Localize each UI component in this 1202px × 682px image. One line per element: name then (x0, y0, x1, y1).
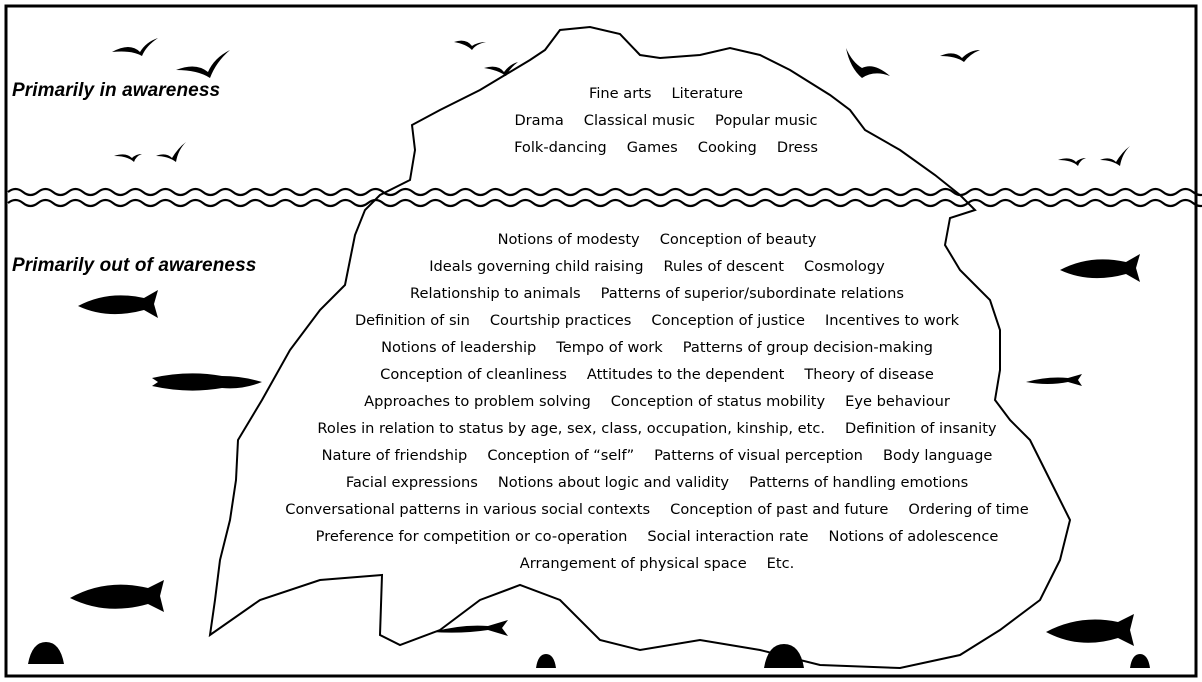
below-row: Notions of leadership Tempo of work Patter… (56, 339, 1202, 357)
iceberg-outline (208, 25, 1072, 670)
below-row: Relationship to animals Patterns of super… (56, 285, 1202, 303)
below-row: Approaches to problem solving Conception … (56, 393, 1202, 411)
frame-border (4, 4, 1198, 678)
below-item: Conception of past and future (670, 501, 889, 518)
below-item: Conversational patterns in various socia… (285, 501, 651, 518)
below-item: Arrangement of physical space (519, 555, 747, 572)
below-item: Patterns of handling emotions (749, 474, 969, 491)
below-row: Facial expressions Notions about logic an… (56, 474, 1202, 492)
below-item: Conception of status mobility (610, 393, 826, 410)
below-item: Rules of descent (663, 258, 785, 275)
below-item: Social interaction rate (647, 528, 809, 545)
above-row: Folk-dancing Games Cooking Dress (65, 139, 1202, 157)
below-item: Definition of sin (354, 312, 470, 329)
below-item: Conception of beauty (659, 231, 817, 248)
below-item: Notions of adolescence (828, 528, 999, 545)
below-item: Theory of disease (804, 366, 934, 383)
above-item: Cooking (697, 139, 757, 156)
below-item: Relationship to animals (410, 285, 581, 302)
below-row: Nature of friendship Conception of “self”… (56, 447, 1202, 465)
above-item: Games (626, 139, 678, 156)
below-item: Ideals governing child raising (429, 258, 644, 275)
below-item: Incentives to work (825, 312, 960, 329)
below-item: Facial expressions (345, 474, 478, 491)
below-item: Etc. (766, 555, 795, 572)
below-item: Definition of insanity (845, 420, 997, 437)
above-item: Literature (671, 85, 743, 102)
below-row: Ideals governing child raising Rules of d… (56, 258, 1202, 276)
below-row: Conception of cleanliness Attitudes to th… (56, 366, 1202, 384)
shell-icon (28, 642, 1150, 668)
above-item: Popular music (715, 112, 818, 129)
bird-icon (112, 38, 1130, 166)
below-row: Conversational patterns in various socia… (56, 501, 1202, 519)
above-item: Fine arts (589, 85, 652, 102)
wave-icon (7, 187, 1202, 208)
above-item: Classical music (583, 112, 696, 129)
below-item: Conception of cleanliness (380, 366, 567, 383)
below-row: Notions of modesty Conception of beauty (56, 231, 1202, 249)
below-row: Roles in relation to status by age, sex,… (56, 420, 1202, 438)
below-item: Conception of “self” (487, 447, 635, 464)
above-item: Dress (776, 139, 818, 156)
below-item: Tempo of work (556, 339, 663, 356)
below-item: Notions about logic and validity (497, 474, 730, 491)
label-primarily-in-awareness: Primarily in awareness (12, 80, 221, 101)
below-row: Arrangement of physical space Etc. (56, 555, 1202, 573)
above-row: Fine arts Literature (65, 85, 1202, 103)
below-item: Attitudes to the dependent (586, 366, 785, 383)
above-row: Drama Classical music Popular music (65, 112, 1202, 130)
below-item: Body language (882, 447, 993, 464)
below-item: Courtship practices (489, 312, 632, 329)
below-item: Eye behaviour (845, 393, 950, 410)
below-item: Ordering of time (908, 501, 1029, 518)
below-row: Definition of sin Courtship practices Conc… (56, 312, 1202, 330)
fish-icon (70, 254, 1140, 646)
below-item: Cosmology (804, 258, 885, 275)
below-item: Patterns of group decision-making (682, 339, 933, 356)
below-item: Approaches to problem solving (364, 393, 591, 410)
above-item: Folk-dancing (514, 139, 607, 156)
below-item: Nature of friendship (321, 447, 468, 464)
below-item: Preference for competition or co-operati… (315, 528, 628, 545)
below-item: Conception of justice (651, 312, 805, 329)
below-item: Notions of modesty (497, 231, 640, 248)
below-item: Roles in relation to status by age, sex,… (317, 420, 826, 437)
label-primarily-out-of-awareness: Primarily out of awareness (12, 255, 257, 276)
below-item: Notions of leadership (381, 339, 537, 356)
below-item: Patterns of superior/subordinate relatio… (600, 285, 904, 302)
above-item: Drama (514, 112, 564, 129)
below-item: Patterns of visual perception (654, 447, 863, 464)
below-row: Preference for competition or co-operati… (56, 528, 1202, 546)
